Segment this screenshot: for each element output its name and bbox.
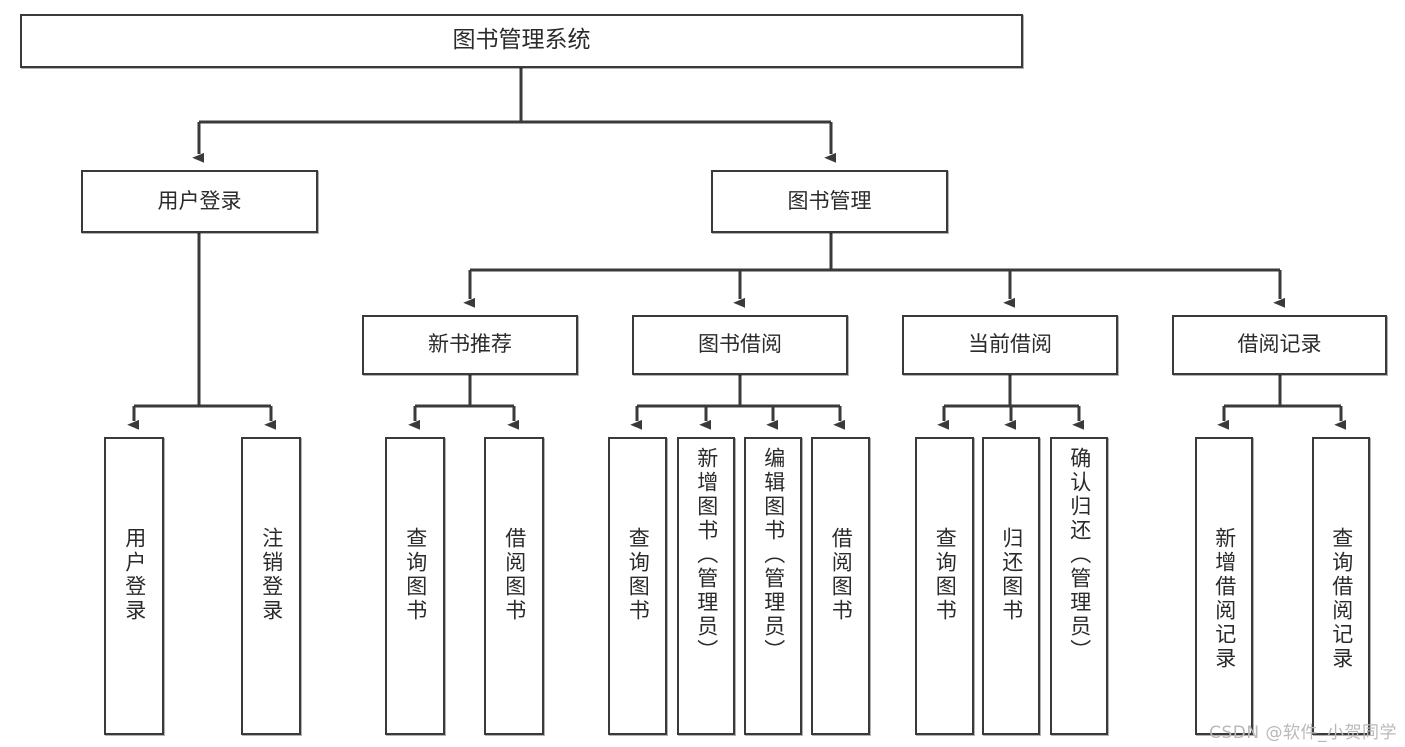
node-borrow-record[interactable]: 借阅记录 [1172,315,1387,375]
leaf-query-book-newbook[interactable]: 查询图书 [385,437,445,735]
node-label: 用户登录 [157,188,242,213]
node-book-borrow[interactable]: 图书借阅 [632,315,848,375]
leaf-query-borrow-record[interactable]: 查询借阅记录 [1312,437,1370,735]
leaf-query-book-borrow[interactable]: 查询图书 [608,437,667,735]
node-label: 用户登录 [122,527,147,623]
node-label: 当前借阅 [968,332,1052,357]
node-label: 借阅图书 [829,527,854,623]
node-label: 编辑图书（管理员） [761,447,786,663]
leaf-edit-book-admin[interactable]: 编辑图书（管理员） [744,437,802,735]
node-label: 新增图书（管理员） [694,447,719,663]
node-label: 查询借阅记录 [1329,527,1354,671]
node-label: 查询图书 [403,527,428,623]
leaf-add-borrow-record[interactable]: 新增借阅记录 [1195,437,1253,735]
leaf-add-book-admin[interactable]: 新增图书（管理员） [677,437,735,735]
node-root-system[interactable]: 图书管理系统 [20,14,1023,68]
node-label: 确认归还（管理员） [1067,447,1092,663]
leaf-query-book-current[interactable]: 查询图书 [915,437,974,735]
node-label: 新书推荐 [428,332,512,357]
node-label: 图书管理系统 [452,27,591,54]
node-label: 图书借阅 [698,332,782,357]
node-user-login[interactable]: 用户登录 [81,170,318,233]
leaf-logout-login[interactable]: 注销登录 [241,437,301,735]
node-label: 归还图书 [999,527,1024,623]
node-book-management[interactable]: 图书管理 [711,170,948,233]
leaf-borrow-book-newbook[interactable]: 借阅图书 [484,437,544,735]
node-label: 注销登录 [259,527,284,623]
node-label: 图书管理 [787,188,872,213]
leaf-borrow-book[interactable]: 借阅图书 [811,437,870,735]
node-label: 查询图书 [933,527,958,623]
leaf-user-login[interactable]: 用户登录 [104,437,164,735]
watermark: CSDN @软件_小贺同学 [1209,723,1397,743]
node-label: 借阅图书 [502,527,527,623]
node-label: 借阅记录 [1237,332,1322,357]
node-new-book-recommend[interactable]: 新书推荐 [362,315,578,375]
leaf-confirm-return-admin[interactable]: 确认归还（管理员） [1050,437,1108,735]
node-label: 新增借阅记录 [1212,527,1237,671]
node-label: 查询图书 [626,527,651,623]
node-current-borrow[interactable]: 当前借阅 [902,315,1118,375]
leaf-return-book[interactable]: 归还图书 [982,437,1040,735]
